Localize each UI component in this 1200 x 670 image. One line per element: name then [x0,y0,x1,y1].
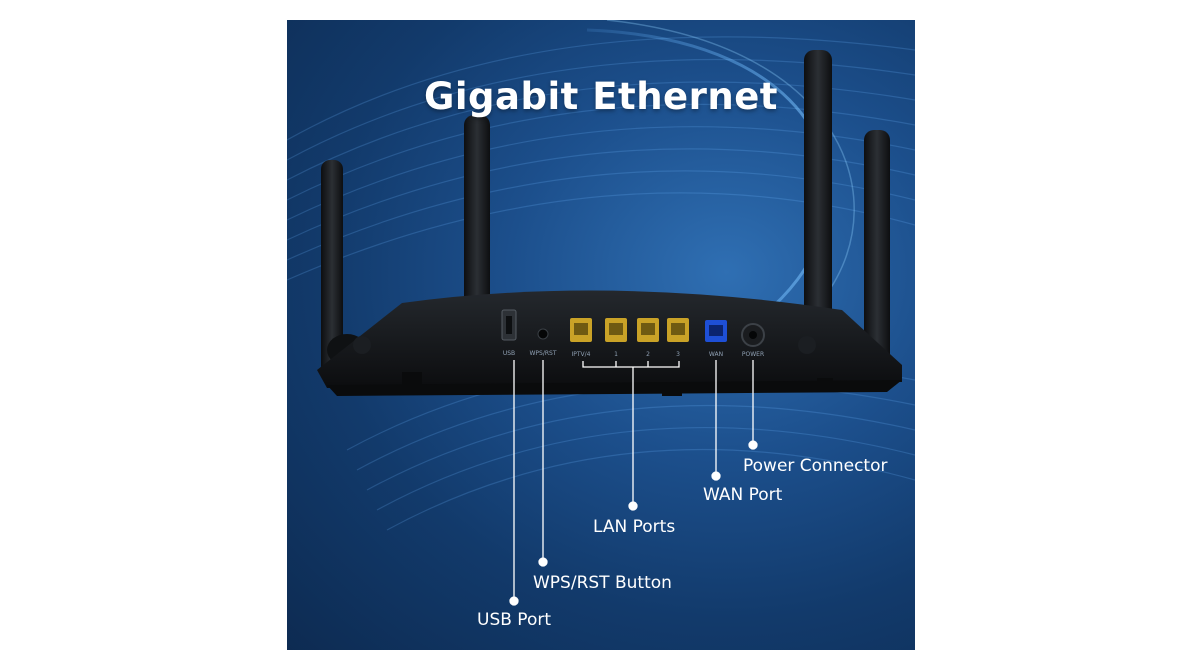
usb-port-label: USB Port [477,610,552,630]
power-callout-dot [748,440,758,450]
lan-callout-dot [628,501,638,511]
wps-marking: WPS/RST [529,350,556,357]
lan3-marking: 3 [676,351,680,358]
lan1-marking: 1 [614,351,618,358]
wan-port-label: WAN Port [703,485,783,505]
iptv-marking: IPTV/4 [572,351,591,358]
image-title: Gigabit Ethernet [423,75,778,118]
wan-marking: WAN [709,351,723,358]
usb-callout-dot [509,596,519,606]
wps-rst-button-label: WPS/RST Button [533,573,672,593]
power-marking: POWER [742,351,764,358]
product-image-panel: USB WPS/RST IPTV/4 1 2 3 WAN POWER Gigab [287,20,915,650]
usb-marking: USB [503,350,515,357]
power-connector-label: Power Connector [743,456,888,476]
wan-callout-dot [711,471,721,481]
lan-ports [570,318,689,342]
lan-callout-bracket [582,361,680,368]
lan-ports-label: LAN Ports [593,517,676,537]
callout-lines [509,360,758,606]
wps-rst-button [537,328,549,340]
port-markings: USB WPS/RST IPTV/4 1 2 3 WAN POWER [503,350,764,358]
wps-callout-dot [538,557,548,567]
lan2-marking: 2 [646,351,650,358]
rear-ports [353,309,816,354]
router-illustration: USB WPS/RST IPTV/4 1 2 3 WAN POWER [287,20,915,606]
